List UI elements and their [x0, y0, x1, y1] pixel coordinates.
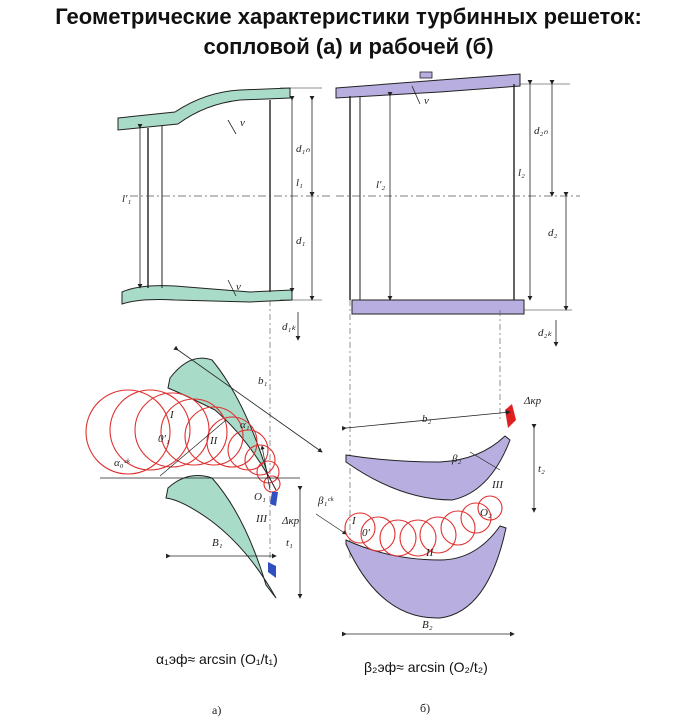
label-O1-prime: 0'₁	[158, 433, 170, 445]
label-B1: B₁	[212, 537, 223, 549]
rotor-bottom-disk	[351, 299, 525, 315]
nozzle-bottom-shroud	[121, 285, 293, 305]
label-alpha1: α₁	[240, 419, 250, 431]
label-b2: b₂	[422, 413, 432, 425]
rotor-cascade: b₂ B₂ t₂ β₁ᶜᵏ β₂ O₂ 0' Δкр I II III	[315, 395, 545, 637]
label-d2n: d₂ₙ	[534, 125, 548, 137]
nozzle-meridional-view: ν ν l'₁ l₁ d₁ₙ d₁ d₁ₖ	[117, 87, 330, 341]
rotor-blade-lower	[345, 525, 507, 619]
rotor-inscribed-circles	[344, 495, 503, 557]
label-O-prime: 0'	[362, 527, 371, 539]
label-roman2-b: II	[425, 547, 435, 559]
label-d2k: d₂ₖ	[538, 327, 552, 339]
caption-b: б)	[420, 701, 430, 715]
nozzle-cascade: b₁ B₁ t₁ α₀ᶜᵏ α₁ O₁ 0'₁ Δкр I II III	[85, 345, 323, 599]
label-nu-top-b: ν	[424, 95, 429, 107]
label-l1: l₁	[296, 177, 303, 189]
caption-a: а)	[212, 703, 221, 717]
label-O2: O₂	[480, 507, 492, 519]
label-O1: O₁	[254, 491, 266, 503]
label-d2: d₂	[548, 227, 558, 239]
nozzle-blade-lower	[165, 475, 277, 599]
label-roman3-a: III	[255, 513, 268, 525]
formula-beta: β₂эф≈ arcsin (O₂/t₂)	[364, 659, 488, 675]
label-l2: l₂	[518, 167, 525, 179]
label-l1-prime: l'₁	[122, 193, 131, 205]
label-nu-bottom-a: ν	[236, 281, 241, 293]
label-d1k: d₁ₖ	[282, 321, 296, 333]
label-t2: t₂	[538, 463, 545, 475]
nozzle-top-shroud	[117, 87, 291, 131]
label-d1: d₁	[296, 235, 306, 247]
label-beta-ck: β₁ᶜᵏ	[317, 495, 334, 507]
rotor-top-shroud	[335, 73, 521, 99]
label-roman1-a: I	[169, 409, 175, 421]
label-B2: B₂	[422, 619, 433, 631]
label-alpha-ck: α₀ᶜᵏ	[114, 457, 130, 469]
label-delta-a: Δкр	[281, 515, 300, 527]
page-title-line2: сопловой (а) и рабочей (б)	[203, 34, 494, 59]
label-d1n: d₁ₙ	[296, 143, 310, 155]
label-b1: b₁	[258, 375, 268, 387]
rotor-blade-upper	[345, 435, 511, 501]
page-title-line1: Геометрические характеристики турбинных …	[55, 4, 642, 29]
label-nu-top-a: ν	[240, 117, 245, 129]
label-roman3-b: III	[491, 479, 504, 491]
label-roman2-a: II	[209, 435, 219, 447]
formula-alpha: α₁эф≈ arcsin (O₁/t₁)	[156, 651, 278, 667]
rotor-meridional-view: ν l'₂ l₂ d₂ₙ d₂ d₂ₖ	[335, 71, 580, 347]
label-l2-prime: l'₂	[376, 179, 385, 191]
label-t1: t₁	[286, 537, 293, 549]
label-roman1-b: I	[351, 515, 357, 527]
label-beta2: β₂	[451, 453, 461, 465]
label-delta-b: Δкр	[523, 395, 542, 407]
